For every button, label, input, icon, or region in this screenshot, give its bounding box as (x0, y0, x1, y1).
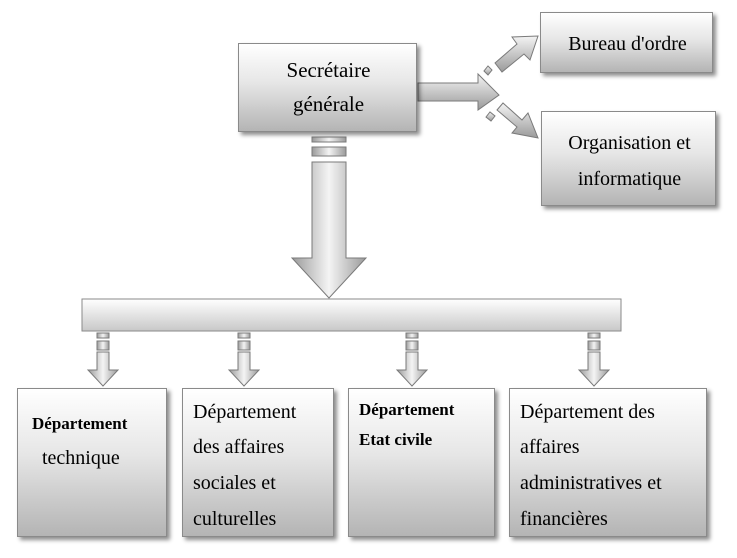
department-etat-civile-line-1: Département (359, 400, 455, 419)
secretaire-generale-box: Secrétaire générale (238, 43, 417, 132)
organisation-line-2: informatique (577, 168, 682, 190)
department-affaires-sociales-box: Département des affaires sociales et cul… (182, 388, 334, 537)
department-admin-line-1: Département des (520, 401, 655, 423)
department-admin-line-3: administratives et (520, 472, 662, 494)
department-affaires-administratives-box: Département des affaires administratives… (509, 388, 707, 537)
department-technique-line-1: Département (32, 414, 128, 433)
department-technique-line-2: technique (42, 447, 120, 469)
dept-arrow-3 (395, 332, 429, 387)
secretaire-generale-line-1: Secrétaire (286, 58, 371, 82)
department-etat-civile-line-2: Etat civile (359, 430, 433, 449)
department-bar (81, 298, 622, 332)
bureau-ordre-label: Bureau d'ordre (568, 33, 687, 55)
department-admin-line-2: affaires (520, 436, 580, 458)
department-technique-box: Département technique (17, 388, 167, 537)
dept-arrow-1 (86, 332, 120, 387)
arrow-to-bureau (417, 35, 539, 111)
dept-arrow-2 (227, 332, 261, 387)
department-sociales-line-2: des affaires (193, 436, 285, 458)
department-sociales-line-4: culturelles (193, 508, 277, 530)
department-etat-civile-box: Département Etat civile (348, 388, 495, 537)
arrow-to-organisation (485, 102, 539, 139)
organisation-line-1: Organisation et (568, 132, 691, 154)
bureau-ordre-box: Bureau d'ordre (540, 12, 713, 73)
organisation-informatique-box: Organisation et informatique (541, 111, 716, 206)
secretaire-generale-line-2: générale (292, 92, 365, 116)
department-sociales-line-3: sociales et (193, 472, 276, 494)
department-admin-line-4: financières (520, 508, 608, 530)
dept-arrow-4 (577, 332, 611, 387)
department-sociales-line-1: Département (193, 401, 297, 423)
main-down-arrow (290, 136, 368, 299)
